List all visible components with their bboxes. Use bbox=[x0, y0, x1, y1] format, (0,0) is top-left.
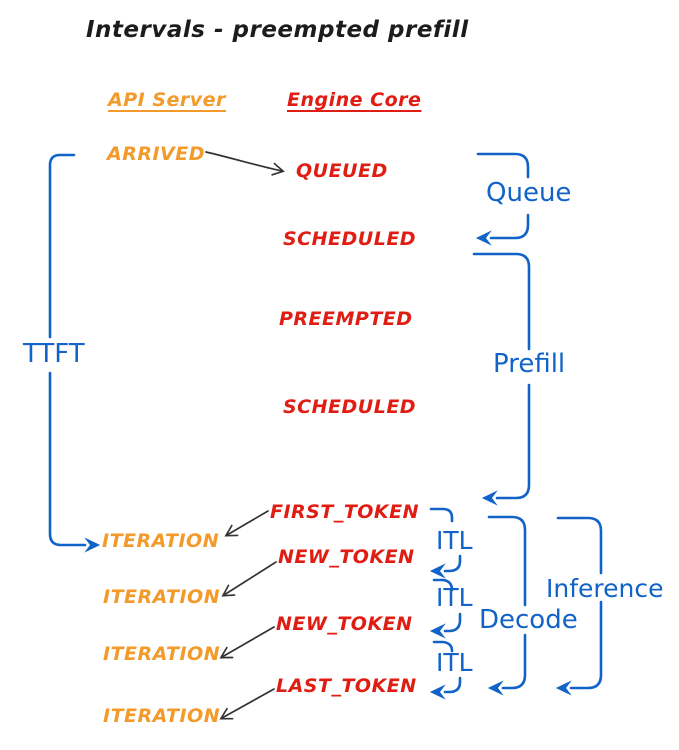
event-new-token-1: NEW_TOKEN bbox=[278, 546, 415, 568]
itl3-bracket-arrow bbox=[429, 676, 462, 700]
prefill-bracket-top bbox=[472, 252, 531, 351]
ttft-bracket-arrow bbox=[48, 371, 101, 553]
page-title: Intervals - preempted prefill bbox=[86, 17, 469, 43]
interval-label-queue: Queue bbox=[486, 178, 572, 208]
arrow-last-token-to-iteration bbox=[219, 688, 275, 720]
interval-label-itl-2: ITL bbox=[436, 583, 473, 612]
itl2-bracket-top bbox=[432, 578, 454, 592]
arrow-first-token-to-iteration bbox=[224, 510, 269, 537]
event-scheduled-2: SCHEDULED bbox=[283, 396, 417, 418]
event-iteration-3: ITERATION bbox=[103, 643, 221, 665]
decode-bracket-arrow bbox=[487, 633, 527, 696]
interval-label-itl-1: ITL bbox=[436, 526, 473, 555]
arrow-new-token1-to-iteration bbox=[221, 561, 277, 597]
event-queued: QUEUED bbox=[296, 160, 388, 182]
ttft-bracket-top bbox=[48, 153, 76, 339]
event-new-token-2: NEW_TOKEN bbox=[276, 613, 413, 635]
event-iteration-1: ITERATION bbox=[102, 530, 220, 552]
event-first-token: FIRST_TOKEN bbox=[270, 501, 420, 523]
arrow-arrived-to-queued bbox=[205, 151, 285, 176]
column-header-api-server: API Server bbox=[108, 89, 226, 111]
queue-bracket-arrow bbox=[475, 213, 530, 246]
inference-bracket-arrow bbox=[555, 600, 603, 696]
interval-label-prefill: Prefill bbox=[493, 349, 566, 379]
event-last-token: LAST_TOKEN bbox=[276, 675, 417, 697]
itl2-bracket-arrow bbox=[429, 612, 462, 639]
interval-label-inference: Inference bbox=[546, 574, 664, 603]
itl1-bracket-top bbox=[429, 507, 454, 523]
interval-label-ttft: TTFT bbox=[23, 339, 85, 369]
event-preempted: PREEMPTED bbox=[279, 308, 413, 330]
inference-bracket-top bbox=[556, 516, 603, 575]
event-iteration-4: ITERATION bbox=[103, 705, 221, 727]
itl1-bracket-arrow bbox=[429, 554, 462, 579]
event-scheduled-1: SCHEDULED bbox=[283, 228, 417, 250]
prefill-bracket-arrow bbox=[481, 383, 531, 506]
decode-bracket-top bbox=[487, 515, 527, 607]
column-header-engine-core: Engine Core bbox=[287, 89, 422, 111]
arrow-new-token2-to-iteration bbox=[219, 626, 275, 659]
queue-bracket-top bbox=[476, 152, 530, 179]
interval-label-decode: Decode bbox=[479, 605, 578, 635]
interval-label-itl-3: ITL bbox=[436, 648, 473, 677]
event-iteration-2: ITERATION bbox=[103, 586, 221, 608]
itl3-bracket-top bbox=[432, 640, 454, 653]
event-arrived: ARRIVED bbox=[107, 143, 205, 165]
